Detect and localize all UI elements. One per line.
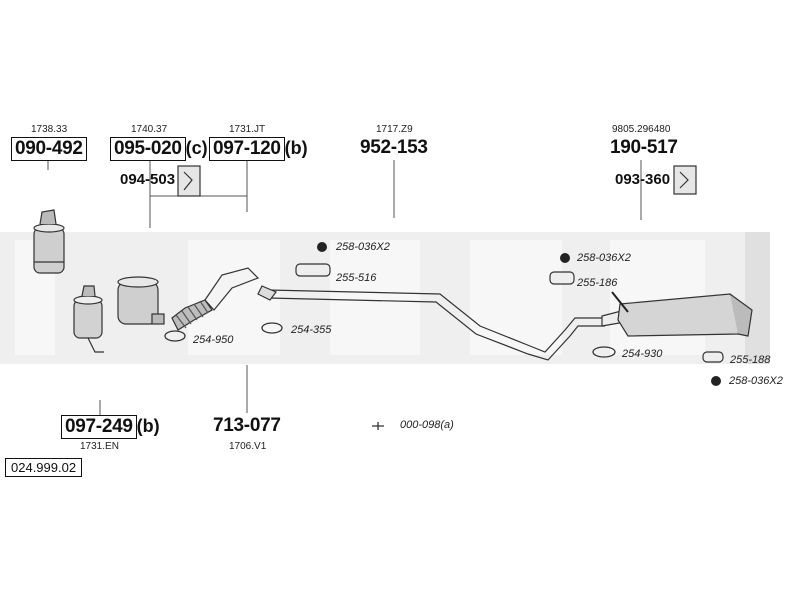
- ref-front-cat-1: 1738.33: [31, 124, 68, 135]
- part-front-cat-1[interactable]: 090-492: [11, 137, 87, 161]
- catalyst-unit-icon: [117, 276, 165, 325]
- bracket-icon: [673, 165, 697, 195]
- middle-pipe-icon: [257, 285, 605, 361]
- part-number: 095-020: [110, 137, 186, 161]
- part-suffix: (b): [136, 416, 160, 436]
- part-front-pipe[interactable]: 713-077: [213, 415, 281, 436]
- accessory-255-516[interactable]: 255-516: [336, 272, 377, 284]
- accessory-255-188[interactable]: 255-188: [730, 354, 771, 366]
- accessory-254-950[interactable]: 254-950: [193, 334, 234, 346]
- part-suffix: (b): [284, 138, 308, 158]
- bracket-icon: [177, 165, 201, 197]
- rubber-mount-icon: [317, 242, 721, 386]
- ref-flex-pipe: 1731.JT: [229, 124, 266, 135]
- part-rear-silencer[interactable]: 190-517: [610, 137, 678, 158]
- part-front-cat-3[interactable]: 097-249(b): [61, 415, 160, 439]
- part-number: 090-492: [11, 137, 87, 161]
- part-bracket-1[interactable]: 094-503: [120, 171, 176, 188]
- accessory-258-036x2-rear[interactable]: 258-036X2: [577, 252, 631, 264]
- part-suffix: (c): [185, 138, 208, 158]
- catalyst-small-icon: [73, 285, 104, 353]
- accessory-258-036x2-end[interactable]: 258-036X2: [729, 375, 783, 387]
- part-front-cat-2[interactable]: 095-020(c): [110, 137, 208, 161]
- part-number: 097-249: [61, 415, 137, 439]
- hanger-icon: [295, 263, 724, 363]
- accessory-258-036x2[interactable]: 258-036X2: [336, 241, 390, 253]
- accessory-254-355[interactable]: 254-355: [291, 324, 332, 336]
- ref-middle-pipe: 1717.Z9: [376, 124, 413, 135]
- rear-silencer-icon: [601, 291, 753, 337]
- part-middle-pipe[interactable]: 952-153: [360, 137, 428, 158]
- front-pipe-icon: [204, 267, 260, 311]
- accessory-000-098a[interactable]: 000-098(a): [400, 419, 454, 431]
- ref-front-cat-3: 1731.EN: [80, 441, 119, 452]
- catalyst-canister-icon: [33, 209, 65, 274]
- part-bracket-2[interactable]: 093-360: [615, 171, 671, 188]
- ref-front-pipe: 1706.V1: [229, 441, 267, 452]
- accessory-254-930[interactable]: 254-930: [622, 348, 663, 360]
- flex-pipe-icon: [171, 299, 213, 331]
- ref-front-cat-2: 1740.37: [131, 124, 168, 135]
- catalog-number: 024.999.02: [5, 458, 83, 477]
- ref-rear-silencer: 9805.296480: [612, 124, 671, 135]
- clamp-icon: [164, 322, 616, 430]
- accessory-255-186[interactable]: 255-186: [577, 277, 618, 289]
- part-flex-pipe[interactable]: 097-120(b): [209, 137, 308, 161]
- part-number: 097-120: [209, 137, 285, 161]
